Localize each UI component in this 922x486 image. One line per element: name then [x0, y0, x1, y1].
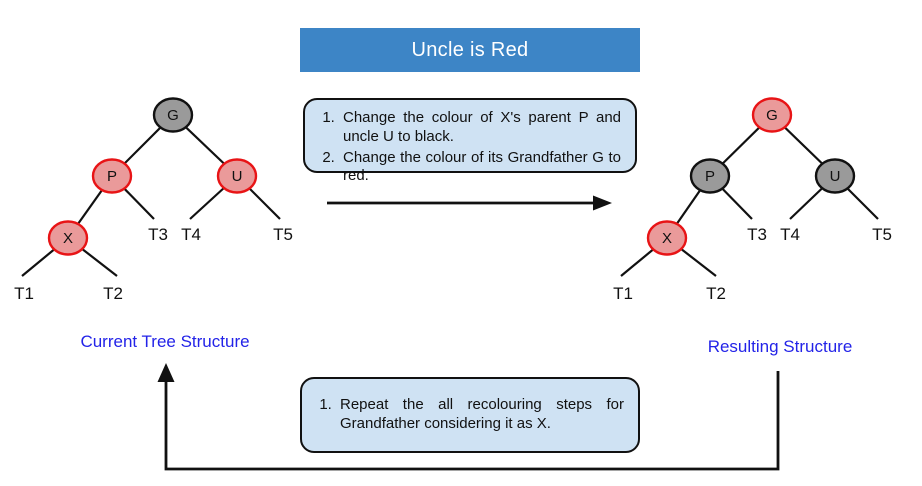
recolor-step-item: Change the colour of its Grandfather G t…	[339, 149, 621, 187]
svg-text:X: X	[63, 230, 73, 247]
right-leaf-t3: T3	[747, 225, 767, 244]
svg-text:U: U	[232, 168, 243, 185]
left-tree-node-x: X	[47, 220, 89, 256]
svg-text:U: U	[830, 168, 841, 185]
recolor-step-item: Change the colour of X's parent P and un…	[339, 109, 621, 147]
right-tree-caption: Resulting Structure	[707, 337, 853, 356]
right-tree-node-x: X	[646, 220, 688, 256]
svg-text:P: P	[107, 168, 117, 185]
left-leaf-t4: T4	[181, 225, 201, 244]
recolor-steps-list: Change the colour of X's parent P and un…	[305, 109, 635, 186]
right-leaf-t1: T1	[613, 284, 633, 303]
svg-text:P: P	[705, 168, 715, 185]
svg-text:G: G	[167, 107, 179, 124]
right-leaf-t2: T2	[706, 284, 726, 303]
left-tree-node-p: P	[91, 158, 133, 194]
left-leaf-t3: T3	[148, 225, 168, 244]
title-text: Uncle is Red	[411, 38, 529, 61]
svg-text:G: G	[766, 107, 778, 124]
repeat-loop-arrow-icon	[157, 363, 780, 471]
left-tree-caption: Current Tree Structure	[80, 332, 250, 351]
title-banner: Uncle is Red	[300, 28, 640, 72]
left-leaf-t5: T5	[273, 225, 293, 244]
right-leaf-t5: T5	[872, 225, 892, 244]
svg-text:X: X	[662, 230, 672, 247]
left-leaf-t2: T2	[103, 284, 123, 303]
transform-arrow-icon	[327, 195, 612, 211]
right-leaf-t4: T4	[780, 225, 800, 244]
right-tree-node-g: G	[751, 97, 793, 133]
right-tree-node-p: P	[689, 158, 731, 194]
repeat-step-list: Repeat the all recolouring steps for Gra…	[302, 396, 638, 434]
left-tree-node-u: U	[216, 158, 258, 194]
left-tree-node-g: G	[152, 97, 194, 133]
recolor-steps-box: Change the colour of X's parent P and un…	[303, 98, 637, 184]
repeat-step-item: Repeat the all recolouring steps for Gra…	[336, 396, 624, 434]
left-leaf-t1: T1	[14, 284, 34, 303]
repeat-step-box: Repeat the all recolouring steps for Gra…	[300, 377, 640, 453]
right-tree-node-u: U	[814, 158, 856, 194]
